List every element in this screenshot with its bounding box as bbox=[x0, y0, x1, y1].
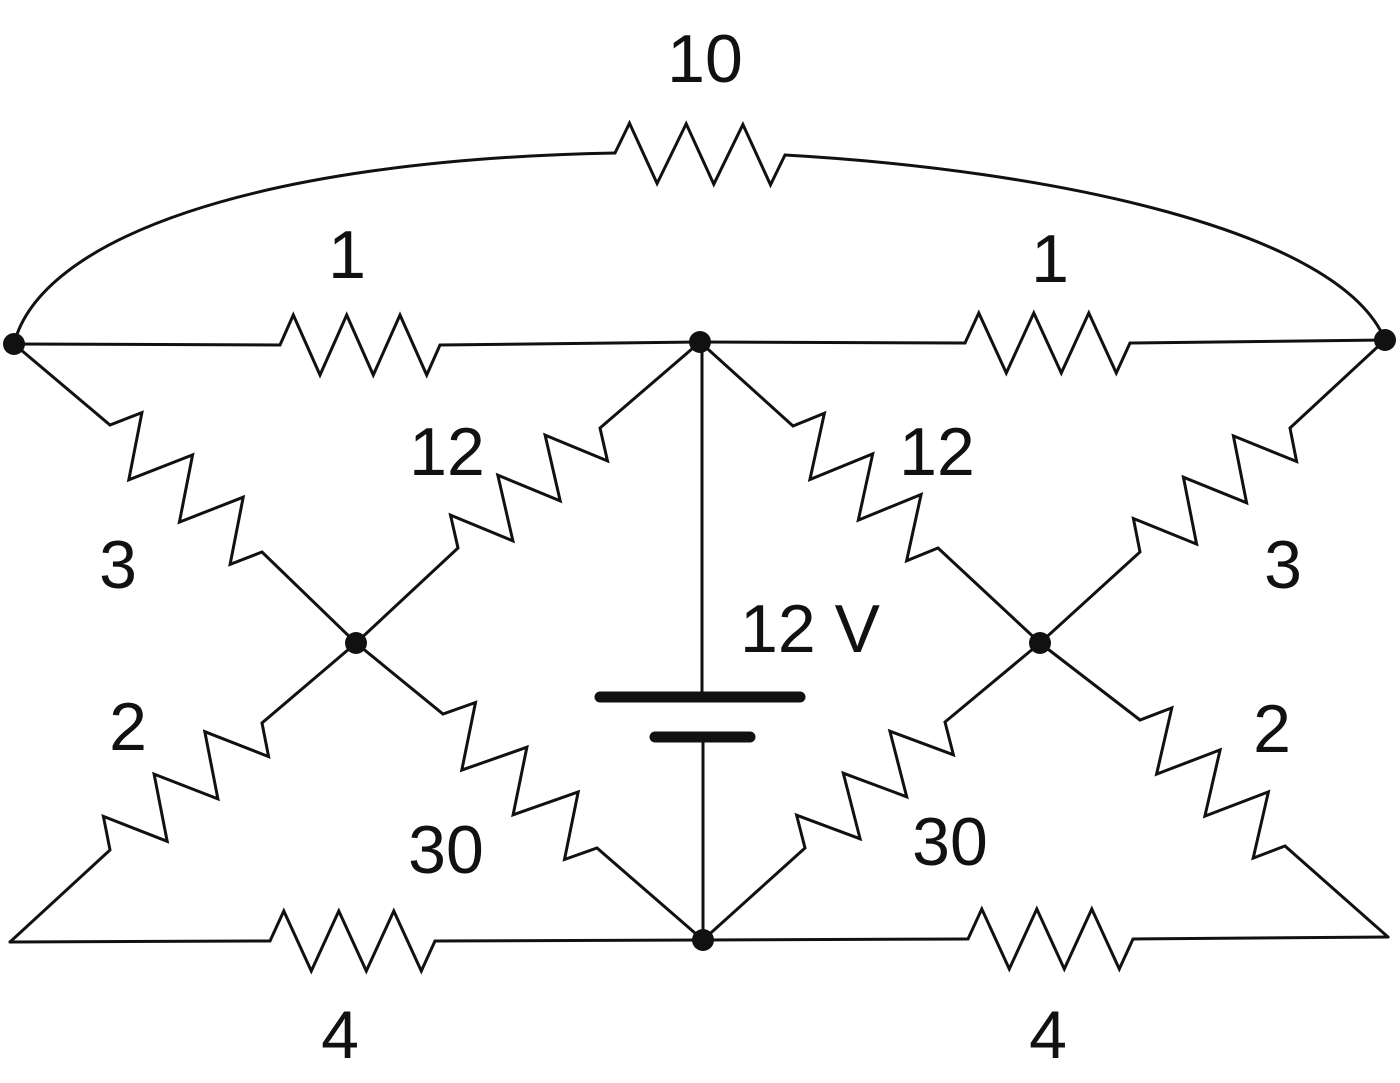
resistor-lower-right-inner bbox=[701, 641, 1042, 942]
resistor-upper-left-inner bbox=[354, 340, 702, 645]
label-upper-right-inner: 12 bbox=[899, 414, 975, 490]
label-top-left: 1 bbox=[328, 217, 366, 293]
label-bottom-left: 4 bbox=[321, 997, 359, 1073]
label-upper-right-outer: 3 bbox=[1264, 527, 1302, 603]
label-upper-left-outer: 3 bbox=[99, 527, 137, 603]
node-bottom-center bbox=[692, 929, 714, 951]
node-right bbox=[1374, 329, 1396, 351]
bottom-left-wire-a bbox=[8, 939, 272, 944]
node-mid-left bbox=[345, 632, 367, 654]
label-top-arc: 10 bbox=[667, 21, 743, 97]
resistor-lower-right-outer bbox=[1038, 641, 1390, 939]
resistor-top-left bbox=[278, 311, 442, 379]
top-right-wire-b bbox=[1128, 338, 1387, 345]
resistor-bottom-right bbox=[966, 905, 1135, 973]
label-lower-right-inner: 30 bbox=[912, 804, 988, 880]
resistor-lower-left-outer bbox=[8, 641, 358, 944]
resistor-upper-right-outer bbox=[1038, 338, 1387, 645]
label-bottom-right: 4 bbox=[1029, 997, 1067, 1073]
node-left bbox=[3, 333, 25, 355]
resistor-upper-left-outer bbox=[12, 342, 358, 645]
node-mid-right bbox=[1029, 632, 1051, 654]
bottom-right-wire-b bbox=[1131, 935, 1390, 941]
top-right-wire-a bbox=[698, 340, 967, 345]
top-left-wire-b bbox=[438, 340, 702, 347]
node-top-center bbox=[689, 331, 711, 353]
bottom-right-wire-a bbox=[701, 937, 970, 942]
label-upper-left-inner: 12 bbox=[409, 414, 485, 490]
bottom-left-wire-b bbox=[433, 938, 705, 943]
label-lower-left-inner: 30 bbox=[408, 812, 484, 888]
resistor-lower-left-inner bbox=[354, 641, 705, 942]
label-battery-voltage: 12 V bbox=[740, 591, 881, 667]
label-top-right: 1 bbox=[1031, 221, 1069, 297]
resistor-top-arc bbox=[613, 119, 787, 189]
top-arc-wire-right bbox=[783, 153, 1387, 342]
label-lower-right-outer: 2 bbox=[1253, 691, 1291, 767]
label-lower-left-outer: 2 bbox=[109, 689, 147, 765]
resistor-top-right bbox=[963, 309, 1132, 377]
resistor-bottom-left bbox=[268, 907, 437, 975]
top-arc-wire-left bbox=[12, 151, 617, 346]
resistor-upper-right-inner bbox=[698, 340, 1042, 645]
resistor-zigzags bbox=[8, 119, 1390, 975]
top-left-wire-a bbox=[12, 342, 282, 347]
